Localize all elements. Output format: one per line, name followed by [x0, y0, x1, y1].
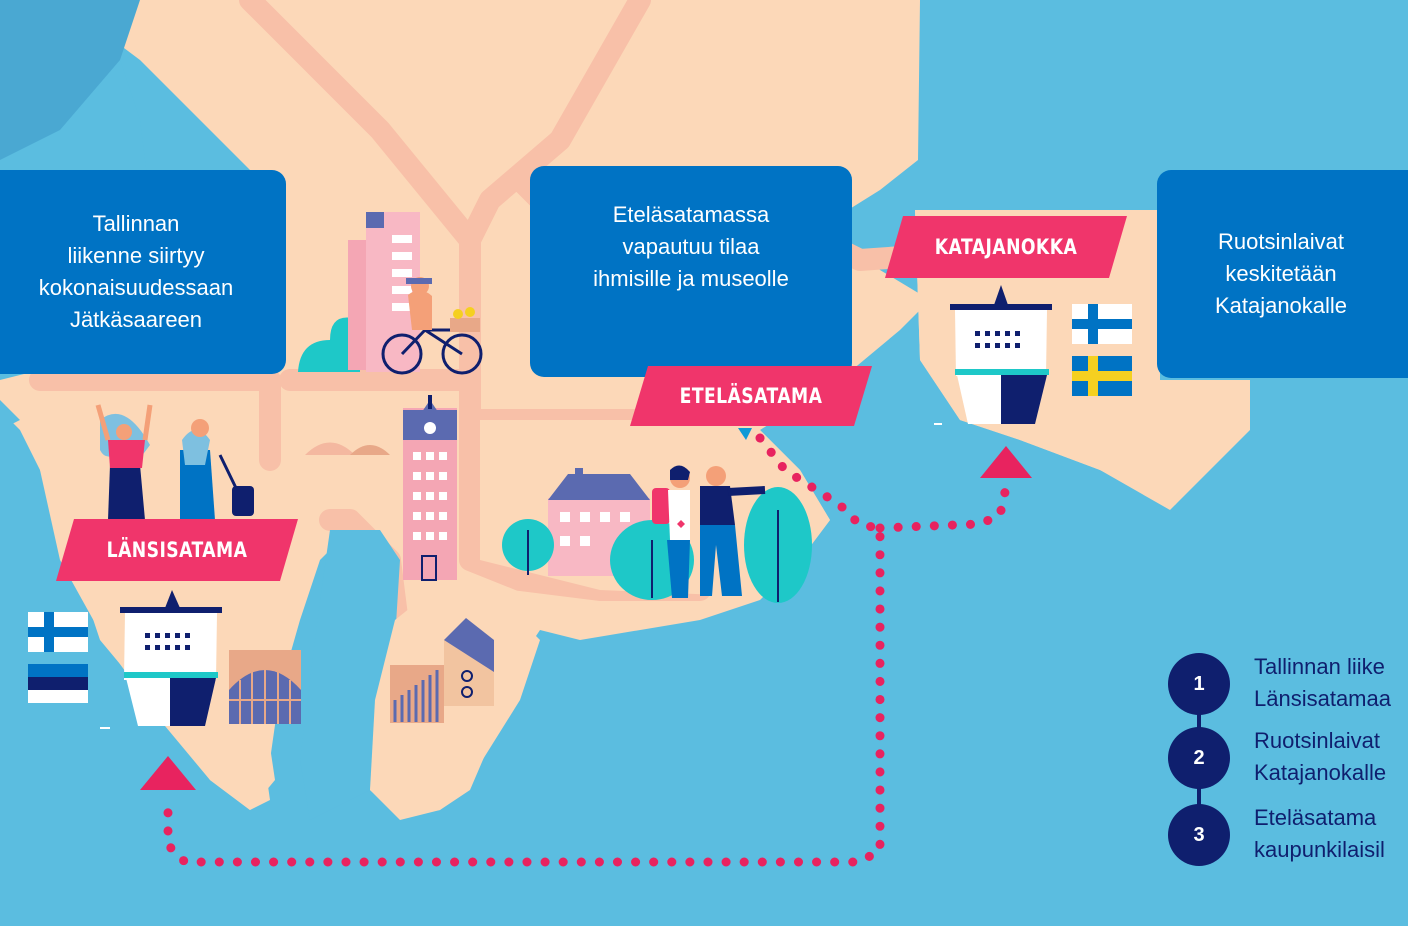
ship-katajanokka	[934, 285, 1052, 425]
harbor-tag-lansisatama: LÄNSISATAMA	[56, 519, 298, 581]
travelers-lansisatama	[95, 404, 254, 520]
info-line: vapautuu tilaa	[622, 233, 760, 259]
terminal-building	[229, 650, 301, 724]
info-line: keskitetään	[1225, 261, 1337, 286]
route-start-marker	[738, 428, 752, 440]
route-arrow-katajanokka	[980, 446, 1032, 478]
harbor-tag-label: ETELÄSATAMA	[679, 384, 823, 408]
legend-number-badge: 3	[1168, 804, 1230, 866]
deep-water	[0, 0, 140, 160]
harbor-tag-etelasatama: ETELÄSATAMA	[630, 366, 872, 426]
route-arrow-lansisatama	[140, 756, 196, 790]
info-line: liikenne siirtyy	[67, 243, 205, 268]
info-line: ihmisille ja museolle	[593, 265, 789, 291]
info-line: Katajanokalle	[1214, 293, 1348, 318]
info-box-tallinn: Tallinnan liikenne siirtyy kokonaisuudes…	[0, 170, 286, 374]
estonia-flag	[28, 664, 88, 703]
ferry-route	[140, 428, 1032, 867]
museum-buildings	[390, 618, 494, 723]
info-line: kokonaisuudessaan	[38, 275, 234, 300]
ship-lansisatama	[100, 590, 222, 729]
info-box-ruotsi: Ruotsinlaivat keskitetään Katajanokalle	[1157, 170, 1408, 378]
legend-number-badge: 1	[1168, 653, 1230, 715]
info-line: Tallinnan	[92, 211, 180, 236]
info-box-etelasatama: Eteläsatamassa vapautuu tilaa ihmisille …	[530, 166, 852, 377]
finland-flag	[1072, 304, 1132, 344]
tower-building	[403, 395, 457, 581]
route-dotted-line-katajanokka	[875, 487, 1010, 533]
route-dotted-line	[163, 433, 885, 867]
hills	[298, 317, 390, 455]
info-line: Ruotsinlaivat	[1218, 229, 1344, 254]
cyclist	[381, 277, 483, 375]
sweden-flag	[1072, 356, 1132, 396]
legend-number-badge: 2	[1168, 727, 1230, 789]
tourists-etelasatama	[652, 465, 766, 598]
harbor-tag-katajanokka: KATAJANOKKA	[885, 216, 1127, 278]
info-line: Eteläsatamassa	[612, 201, 770, 227]
finland-flag	[28, 612, 88, 652]
info-line: Jätkäsaareen	[69, 307, 203, 332]
harbor-tag-label: KATAJANOKKA	[934, 235, 1078, 259]
harbor-tag-label: LÄNSISATAMA	[106, 538, 248, 562]
